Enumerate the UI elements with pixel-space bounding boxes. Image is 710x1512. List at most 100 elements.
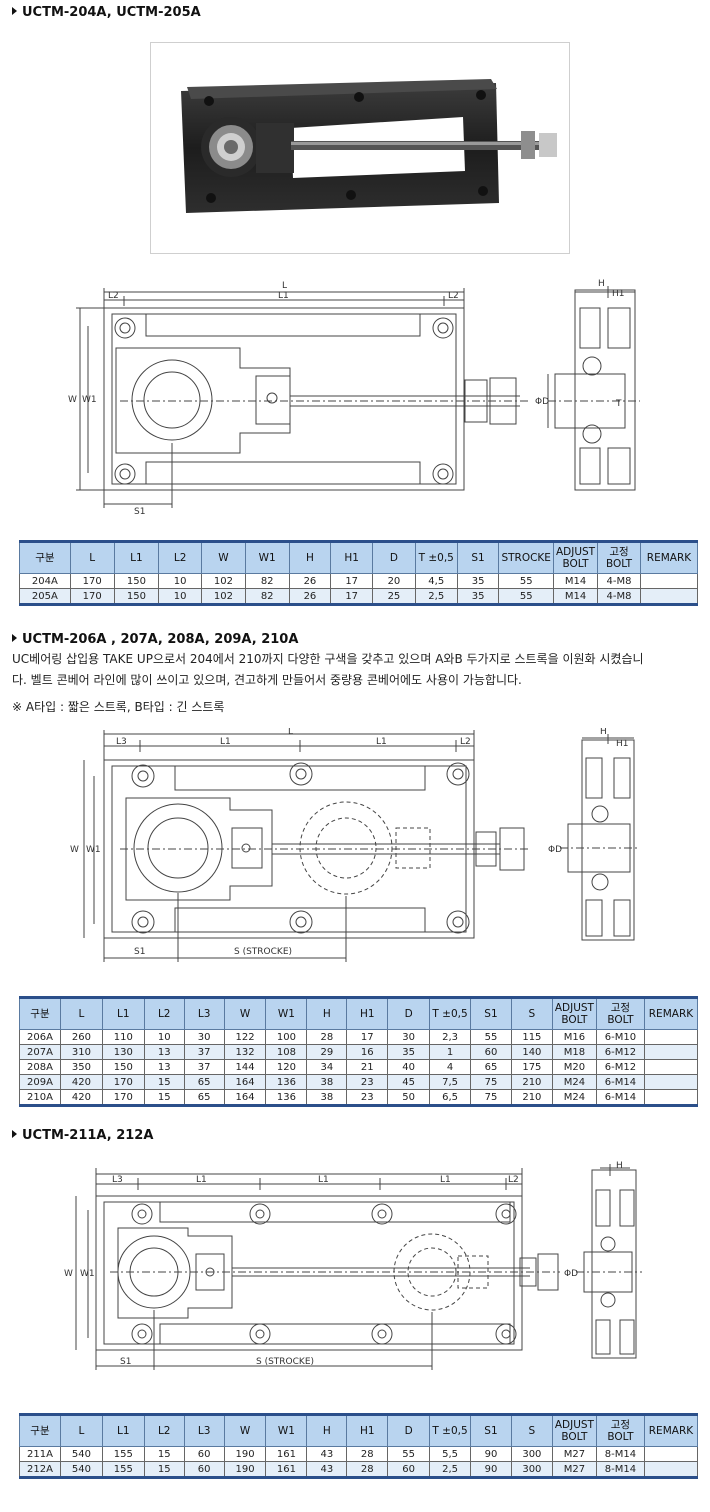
table-cell: 26 (288, 588, 332, 605)
column-header: S (510, 1414, 553, 1447)
table-cell: 17 (346, 1029, 389, 1045)
table-cell: 15 (143, 1446, 185, 1462)
table-cell: 17 (330, 588, 374, 605)
table-cell: 310 (59, 1044, 103, 1060)
dim-label-d: ΦD (564, 1269, 578, 1279)
dim-label-h: H (616, 1161, 623, 1171)
table-cell (639, 573, 699, 589)
table-cell: 65 (470, 1059, 512, 1075)
table-cell: M14 (552, 588, 599, 605)
column-header: L2 (143, 1414, 185, 1447)
table-cell: 2,3 (429, 1029, 472, 1045)
table-cell (643, 1044, 699, 1060)
column-header: T ±0,5 (429, 1414, 472, 1447)
column-header: STROCKE (498, 541, 554, 574)
column-header: ADJUST BOLT (551, 1414, 597, 1447)
table-cell: 75 (470, 1074, 512, 1090)
table-cell: 350 (59, 1059, 103, 1075)
column-header: S1 (470, 1414, 512, 1447)
table-cell: 35 (456, 588, 500, 605)
dim-label-l2-left: L2 (108, 291, 119, 301)
table-cell: 164 (223, 1089, 267, 1106)
table-cell: 102 (201, 573, 246, 589)
table-cell (643, 1089, 699, 1106)
description-line-1: UC베어링 삽입용 TAKE UP으로서 204에서 210까지 다양한 구색을… (12, 652, 644, 666)
column-header: 구분 (19, 1414, 61, 1447)
table-cell: 6-M12 (595, 1059, 645, 1075)
column-header: L (59, 997, 103, 1030)
table-cell: 140 (510, 1044, 553, 1060)
dim-label-l1-c: L1 (440, 1175, 451, 1185)
table-cell: 2,5 (414, 588, 458, 605)
column-header: L1 (101, 1414, 145, 1447)
column-header: REMARK (643, 997, 699, 1030)
table-cell: 60 (387, 1461, 431, 1478)
table-cell: 8-M14 (595, 1461, 645, 1478)
table-cell (643, 1074, 699, 1090)
table-cell: 100 (265, 1029, 308, 1045)
table-cell: 60 (183, 1446, 225, 1462)
table-cell: 161 (265, 1446, 308, 1462)
stroke-type-note: ※ A타입 : 짧은 스트록, B타입 : 긴 스트록 (12, 700, 225, 714)
table-cell: 38 (306, 1089, 348, 1106)
table-cell: 50 (387, 1089, 431, 1106)
table-cell: 6-M14 (595, 1074, 645, 1090)
table-cell: 150 (101, 1059, 145, 1075)
dim-label-d: ΦD (535, 397, 549, 407)
column-header: S1 (470, 997, 512, 1030)
table-cell (643, 1446, 699, 1462)
column-header: H (288, 541, 332, 574)
table-cell: 43 (306, 1446, 348, 1462)
table-cell: 108 (265, 1044, 308, 1060)
table-cell: 4-M8 (597, 588, 641, 605)
table-cell: 23 (346, 1074, 389, 1090)
table-cell: 155 (101, 1446, 145, 1462)
product-photo (181, 79, 557, 213)
column-header: W1 (265, 997, 308, 1030)
table-cell: 420 (59, 1089, 103, 1106)
section-title-text: UCTM-204A, UCTM-205A (22, 5, 201, 20)
dim-label-l1-a: L1 (196, 1175, 207, 1185)
table-cell: 1 (429, 1044, 472, 1060)
table-cell: 17 (330, 573, 374, 589)
table-cell: 37 (183, 1059, 225, 1075)
table-cell: 5,5 (429, 1446, 472, 1462)
column-header: L2 (143, 997, 185, 1030)
table-cell: 35 (456, 573, 500, 589)
dim-label-h1: H1 (612, 289, 625, 299)
table-cell: 4,5 (414, 573, 458, 589)
dim-label-l3: L3 (116, 737, 127, 747)
table-cell: 55 (498, 588, 554, 605)
column-header: REMARK (639, 541, 699, 574)
dim-label-t: T (615, 399, 622, 409)
section-title-text: UCTM-206A , 207A, 208A, 209A, 210A (22, 632, 299, 647)
table-cell: 120 (265, 1059, 308, 1075)
column-header: 고정 BOLT (595, 997, 645, 1030)
dim-label-s-stroke: S (STROCKE) (234, 947, 292, 957)
table-cell: 170 (101, 1074, 145, 1090)
dim-label-l1-b: L1 (376, 737, 387, 747)
product-photo-frame (150, 42, 570, 254)
section-title-3: UCTM-211A, 212A (12, 1128, 153, 1143)
table-cell: M24 (551, 1074, 597, 1090)
table-cell: 6-M14 (595, 1089, 645, 1106)
table-cell: 26 (288, 573, 332, 589)
table-cell: M27 (551, 1461, 597, 1478)
column-header: L2 (158, 541, 203, 574)
column-header: ADJUST BOLT (552, 541, 599, 574)
table-cell: 110 (101, 1029, 145, 1045)
column-header: D (387, 997, 431, 1030)
column-header: L (69, 541, 115, 574)
table-cell: 164 (223, 1074, 267, 1090)
table-cell: M16 (551, 1029, 597, 1045)
table-cell: 190 (223, 1446, 267, 1462)
dim-label-w: W (64, 1269, 73, 1279)
table-cell: 65 (183, 1089, 225, 1106)
table-cell (643, 1461, 699, 1478)
dim-label-w1: W1 (80, 1269, 95, 1279)
table-cell: 132 (223, 1044, 267, 1060)
column-header: D (387, 1414, 431, 1447)
